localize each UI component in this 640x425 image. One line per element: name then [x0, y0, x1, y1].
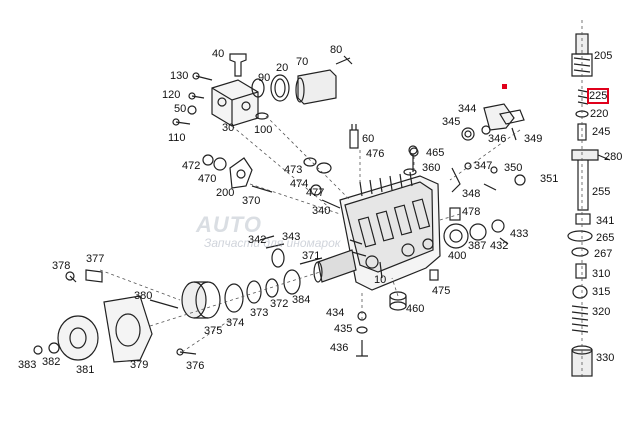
part-label-200: 200	[216, 187, 235, 199]
part-label-340: 340	[312, 205, 331, 217]
part-label-343: 343	[282, 231, 301, 243]
part-label-280: 280	[604, 151, 623, 163]
part-label-342: 342	[248, 234, 267, 246]
assembly-lines	[99, 20, 583, 380]
part-label-10: 10	[374, 274, 387, 286]
part-label-472: 472	[182, 160, 201, 172]
part-label-477: 477	[306, 187, 325, 199]
part-label-90: 90	[258, 72, 271, 84]
part-label-474: 474	[290, 178, 309, 190]
part-label-436: 436	[330, 342, 349, 354]
part-label-310: 310	[592, 268, 611, 280]
part-label-130: 130	[170, 70, 189, 82]
part-label-434: 434	[326, 307, 345, 319]
part-label-433: 433	[510, 228, 529, 240]
small-parts	[202, 103, 526, 357]
part-label-265: 265	[596, 232, 615, 244]
watermark-brand: AUTO	[196, 212, 262, 237]
part-label-360: 360	[422, 162, 441, 174]
part-label-70: 70	[296, 56, 309, 68]
pump-housing	[313, 145, 441, 291]
part-label-267: 267	[594, 248, 613, 260]
part-label-470: 470	[198, 173, 217, 185]
part-label-205: 205	[594, 50, 613, 62]
red-marker	[502, 84, 507, 89]
part-label-245: 245	[592, 126, 611, 138]
part-label-432: 432	[490, 240, 509, 252]
drive-group	[33, 269, 301, 363]
part-label-347: 347	[474, 160, 493, 172]
part-label-330: 330	[596, 352, 615, 364]
part-label-380: 380	[134, 290, 153, 302]
part-label-40: 40	[212, 48, 225, 60]
part-label-384: 384	[292, 294, 311, 306]
part-label-476: 476	[366, 148, 385, 160]
part-label-315: 315	[592, 286, 611, 298]
part-label-120: 120	[162, 89, 181, 101]
part-label-255: 255	[592, 186, 611, 198]
part-label-383: 383	[18, 359, 37, 371]
part-label-320: 320	[592, 306, 611, 318]
part-label-346: 346	[488, 133, 507, 145]
part-label-400: 400	[448, 250, 467, 262]
part-label-478: 478	[462, 206, 481, 218]
part-label-377: 377	[86, 253, 105, 265]
part-label-376: 376	[186, 360, 205, 372]
part-label-373: 373	[250, 307, 269, 319]
part-label-382: 382	[42, 356, 61, 368]
part-label-345: 345	[442, 116, 461, 128]
part-label-220: 220	[590, 108, 609, 120]
part-label-375: 375	[204, 325, 223, 337]
part-label-348: 348	[462, 188, 481, 200]
part-label-372: 372	[270, 298, 289, 310]
part-label-370: 370	[242, 195, 261, 207]
part-label-20: 20	[276, 62, 289, 74]
part-label-378: 378	[52, 260, 71, 272]
part-label-475: 475	[432, 285, 451, 297]
part-label-381: 381	[76, 364, 95, 376]
watermark-subtitle: Запчасти для иномарок	[204, 236, 341, 250]
part-label-351: 351	[540, 173, 559, 185]
part-label-110: 110	[168, 132, 186, 144]
part-label-225: 225	[586, 88, 610, 104]
part-label-100: 100	[254, 124, 273, 136]
part-label-371: 371	[302, 250, 321, 262]
part-label-350: 350	[504, 162, 523, 174]
part-label-460: 460	[406, 303, 425, 315]
part-label-387: 387	[468, 240, 487, 252]
part-label-341: 341	[596, 215, 615, 227]
part-label-435: 435	[334, 323, 353, 335]
element-stack	[567, 33, 611, 377]
part-label-379: 379	[130, 359, 149, 371]
part-label-465: 465	[426, 147, 445, 159]
part-label-60: 60	[362, 133, 375, 145]
part-label-473: 473	[284, 164, 303, 176]
governor-cover-group	[172, 53, 353, 127]
part-label-30: 30	[222, 122, 235, 134]
part-label-374: 374	[226, 317, 245, 329]
part-label-349: 349	[524, 133, 543, 145]
part-label-50: 50	[174, 103, 187, 115]
part-label-344: 344	[458, 103, 477, 115]
part-label-80: 80	[330, 44, 343, 56]
